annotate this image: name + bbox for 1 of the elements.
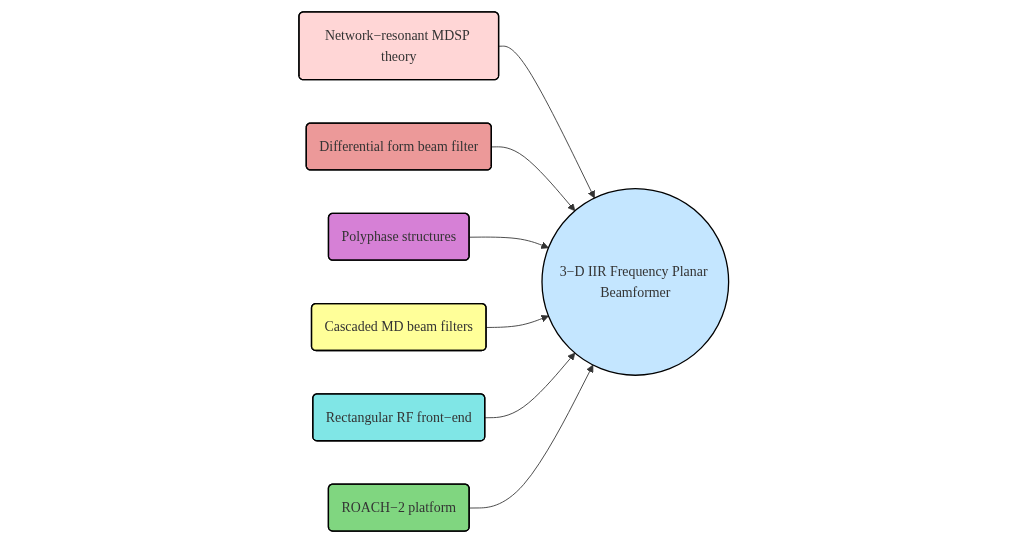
node-circle: 3−D IIR Frequency Planar Beamformer <box>541 187 730 376</box>
